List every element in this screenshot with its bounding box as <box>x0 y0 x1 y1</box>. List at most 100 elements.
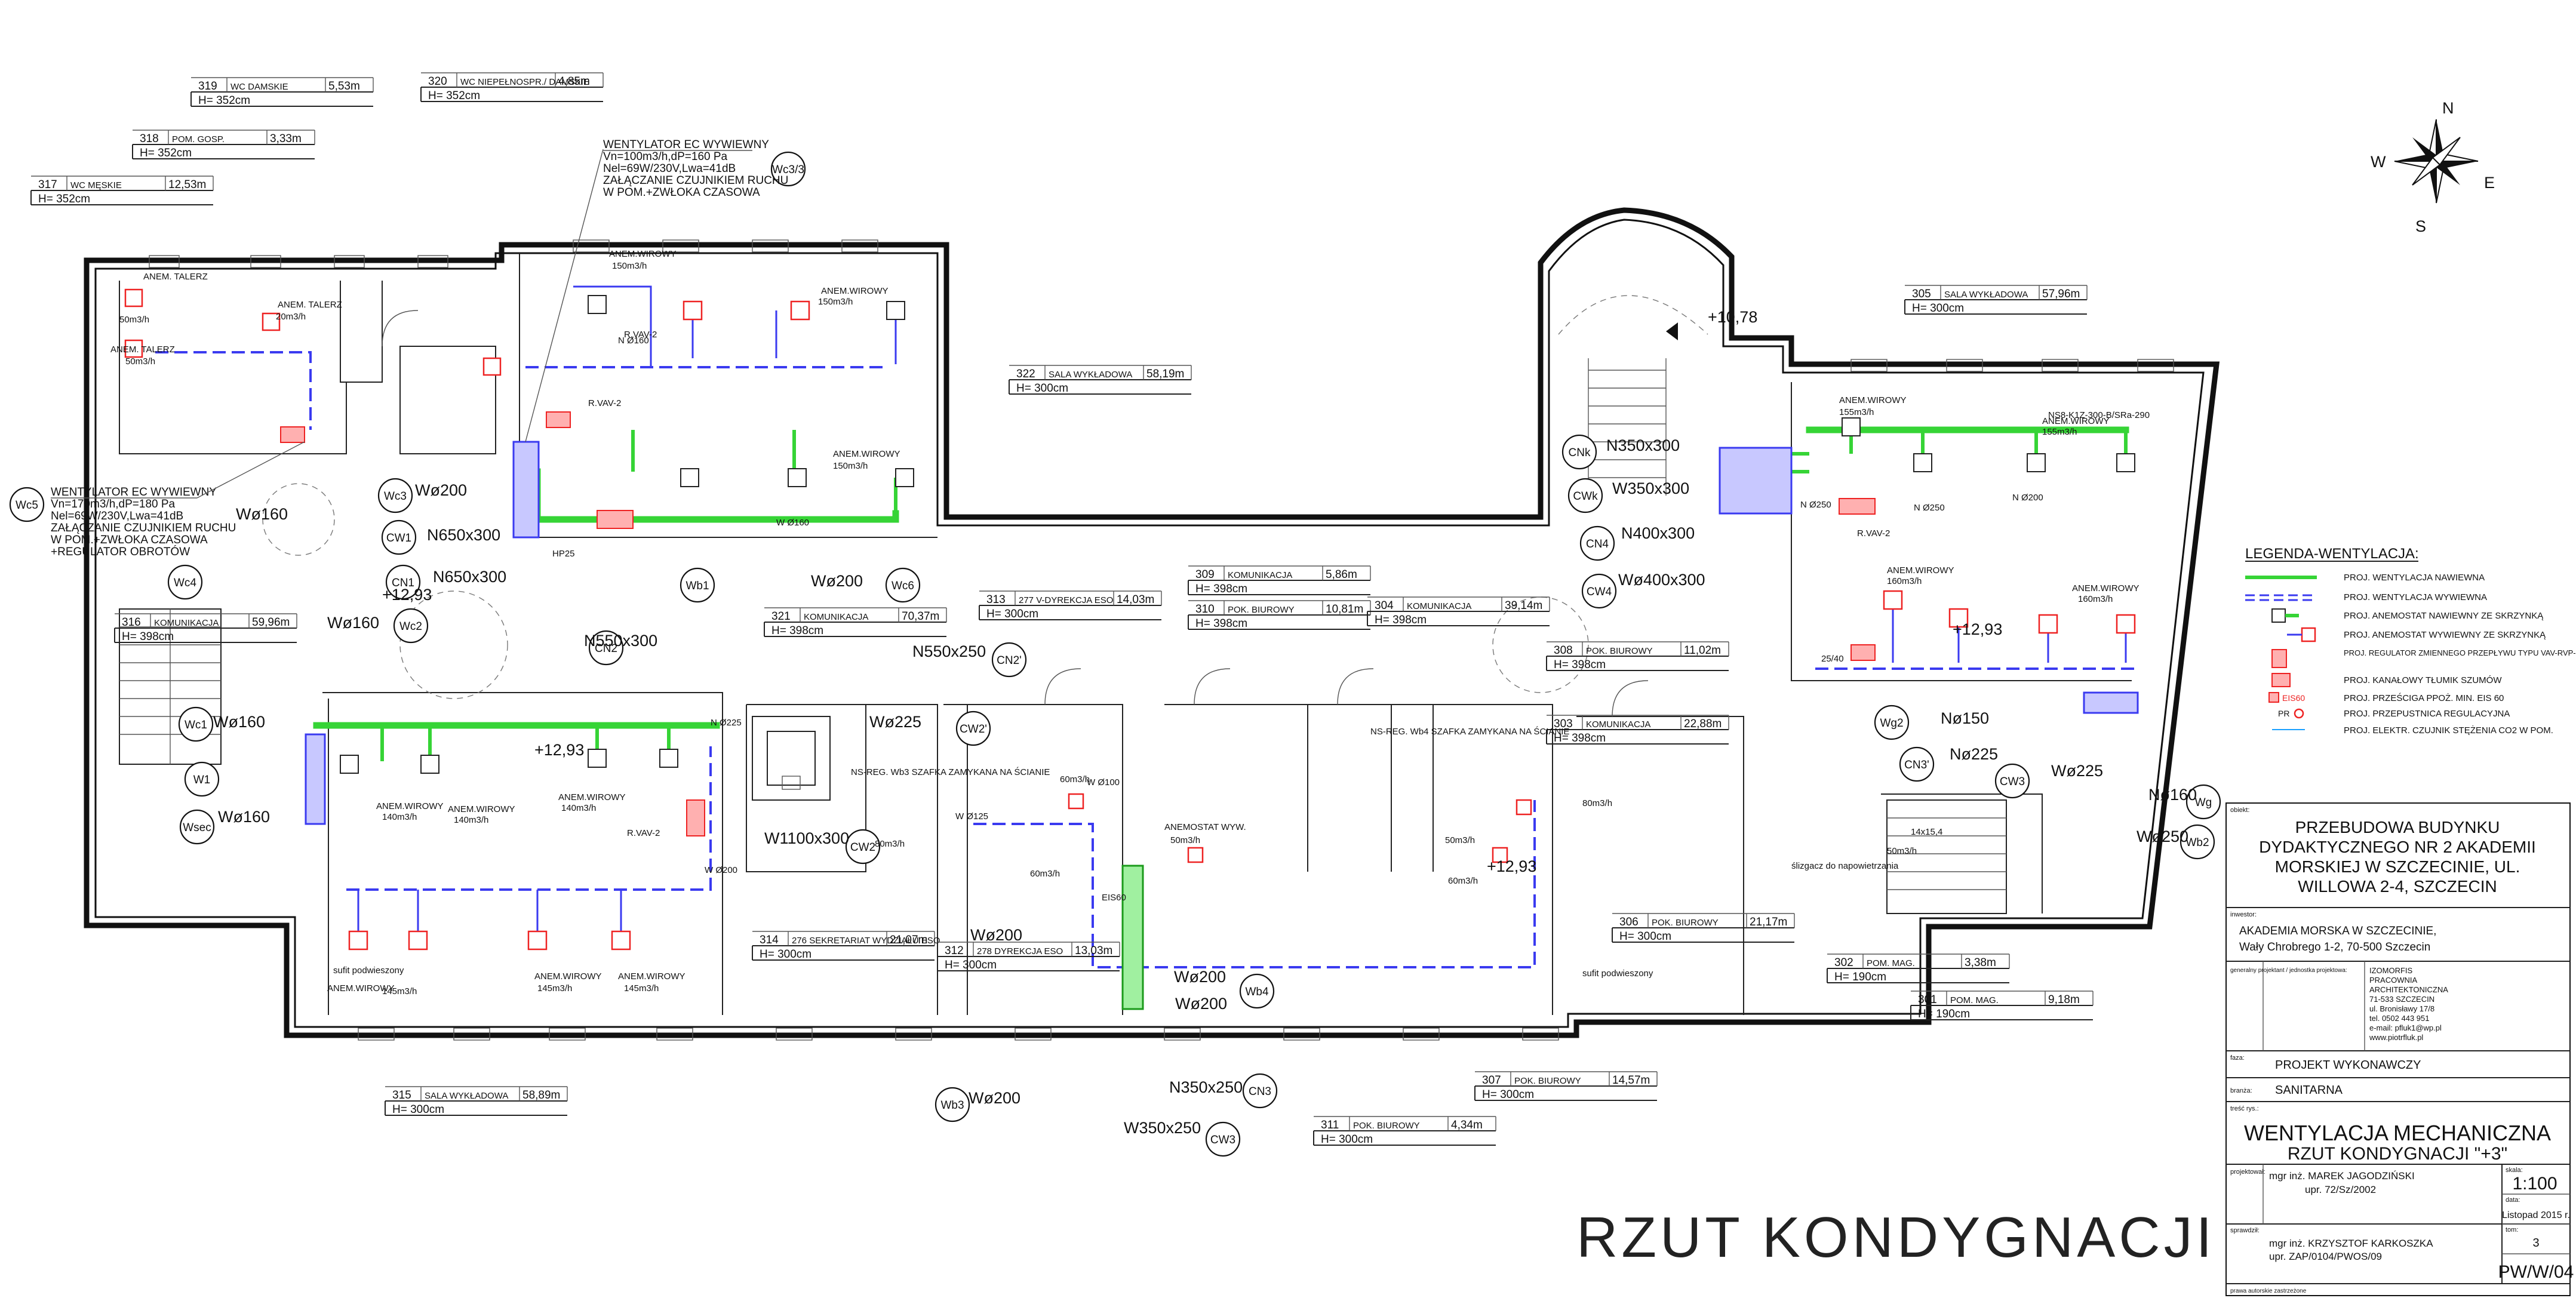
room-area: 58,89m <box>522 1089 560 1102</box>
duct-size-label: Nø160 <box>2148 786 2197 804</box>
diffuser-label: 80m3/h <box>875 839 905 849</box>
duct-size-label: N650x300 <box>433 568 506 586</box>
tb-designer: 71-533 SZCZECIN <box>2369 995 2434 1004</box>
room-area: 5,86m <box>1326 568 1357 581</box>
diffuser-label: ANEM.WIROWY <box>1887 565 1954 576</box>
riser-circle-text: Wc1 <box>185 719 207 731</box>
duct-size-label: N350x300 <box>1606 436 1680 454</box>
room-height: H= 300cm <box>1912 302 1964 315</box>
room-area: 57,96m <box>2042 288 2080 300</box>
tb-designer: www.piotrfluk.pl <box>2369 1033 2423 1042</box>
room-name: SALA WYKŁADOWA <box>1049 370 1132 380</box>
misc-annotation: +10,78 <box>1708 308 1757 326</box>
diffuser-label: 150m3/h <box>833 461 868 471</box>
room-number: 313 <box>986 593 1006 606</box>
legend-item: PROJ. PRZEŚCIGA PPOŻ. MIN. EIS 60 <box>2344 693 2504 703</box>
misc-annotation: R.VAV-2 <box>624 330 657 340</box>
tb-investor: AKADEMIA MORSKA W SZCZECINIE, <box>2239 925 2436 937</box>
room-area: 4,34m <box>1451 1119 1483 1131</box>
room-name: POK. BIUROWY <box>1228 605 1295 615</box>
tb-designer: tel. 0502 443 951 <box>2369 1014 2429 1023</box>
duct-size-label: Wø200 <box>415 481 467 499</box>
room-name: POK. BIUROWY <box>1586 646 1653 656</box>
diffuser-label: ANEM.WIROWY <box>2042 416 2110 426</box>
room-number: 319 <box>198 80 217 93</box>
diffuser-label: 145m3/h <box>624 983 659 994</box>
duct-size-label: N550x300 <box>584 632 657 650</box>
diffusers <box>124 288 2136 951</box>
tb-vol: 3 <box>2532 1237 2539 1250</box>
stair-right <box>1886 799 2007 914</box>
room-area: 22,88m <box>1684 718 1722 730</box>
riser-circle-label: Wb1 <box>680 567 715 603</box>
riser-circle-text: CN4 <box>1586 538 1609 550</box>
riser-circle-text: Wc4 <box>174 577 196 589</box>
misc-annotation: 25/40 <box>1821 654 1844 664</box>
diffuser-label: 155m3/h <box>2042 427 2077 437</box>
misc-annotation: EIS60 <box>1102 893 1126 903</box>
duct-size-label: Wø160 <box>236 505 288 523</box>
tb-checker-label: sprawdził: <box>2230 1227 2260 1234</box>
duct-size-label: Wø200 <box>970 926 1022 944</box>
diffuser-label: 50m3/h <box>1170 835 1200 845</box>
diffuser-label: 140m3/h <box>561 803 596 813</box>
tb-scale-label: skala: <box>2506 1167 2523 1174</box>
room-number: 318 <box>140 133 159 145</box>
riser-circle-label: Wc3/3 <box>770 151 806 187</box>
tb-investor-label: inwestor: <box>2230 911 2257 918</box>
diffuser-label: ANEM. TALERZ <box>278 300 342 310</box>
room-area: 58,19m <box>1146 368 1184 380</box>
compass-w: W <box>2371 153 2386 171</box>
diffuser-label: ANEM.WIROWY <box>327 983 395 994</box>
duct-size-label: Wø160 <box>218 808 270 826</box>
room-area: 14,57m <box>1612 1074 1650 1087</box>
room-height: H= 300cm <box>1619 930 1671 943</box>
riser-circle-label: CW4 <box>1581 573 1617 609</box>
riser-circle-label: Wg <box>2185 784 2221 820</box>
riser-circle-text: Wb1 <box>686 580 709 592</box>
misc-annotation: N Ø200 <box>2012 493 2043 503</box>
room-number: 320 <box>428 75 447 88</box>
diffuser-label: ANEM.WIROWY <box>609 249 677 259</box>
tb-scale: 1:100 <box>2512 1174 2557 1194</box>
riser-circle-text: CN3 <box>1249 1085 1271 1098</box>
riser-circle-label: Wc5 <box>9 487 45 522</box>
tb-designer: IZOMORFIS <box>2369 966 2413 975</box>
riser-circle-text: CN2' <box>997 654 1022 667</box>
room-height: H= 398cm <box>1554 659 1606 671</box>
room-number: 306 <box>1619 916 1639 928</box>
riser-circle-label: Wc3 <box>377 478 413 513</box>
misc-annotation: NS-REG. Wb4 SZAFKA ZAMYKANA NA ŚCIANIE <box>1370 726 1569 737</box>
riser-shafts <box>305 441 2139 1010</box>
room-height: H= 300cm <box>1016 382 1068 395</box>
diffuser-label: 140m3/h <box>382 812 417 822</box>
riser-circle-label: Wc6 <box>885 567 921 603</box>
room-name: KOMUNIKACJA <box>804 612 868 622</box>
diffuser-label: ANEM.WIROWY <box>558 792 626 802</box>
tb-sheet: PW/W/04 <box>2498 1262 2574 1282</box>
misc-annotation: sufit podwieszony <box>1582 968 1653 979</box>
room-area: 3,38m <box>1965 956 1996 969</box>
room-name: KOMUNIKACJA <box>154 618 219 628</box>
room-height: H= 398cm <box>1195 583 1247 595</box>
duct-size-label: N550x250 <box>912 642 986 660</box>
riser-circle-text: W1 <box>193 774 211 786</box>
diffuser-label: ANEM.WIROWY <box>833 449 900 459</box>
riser-circle-text: CW2' <box>960 723 987 736</box>
misc-annotation: +12,93 <box>534 741 584 759</box>
tb-content: RZUT KONDYGNACJI "+3" <box>2288 1144 2507 1164</box>
misc-annotation: +12,93 <box>382 586 432 604</box>
tb-branch-label: branża: <box>2230 1087 2252 1094</box>
duct-size-label: Wø225 <box>869 713 921 731</box>
fan-note-left-line: ZAŁĄCZANIE CZUJNIKIEM RUCHU <box>51 522 236 534</box>
